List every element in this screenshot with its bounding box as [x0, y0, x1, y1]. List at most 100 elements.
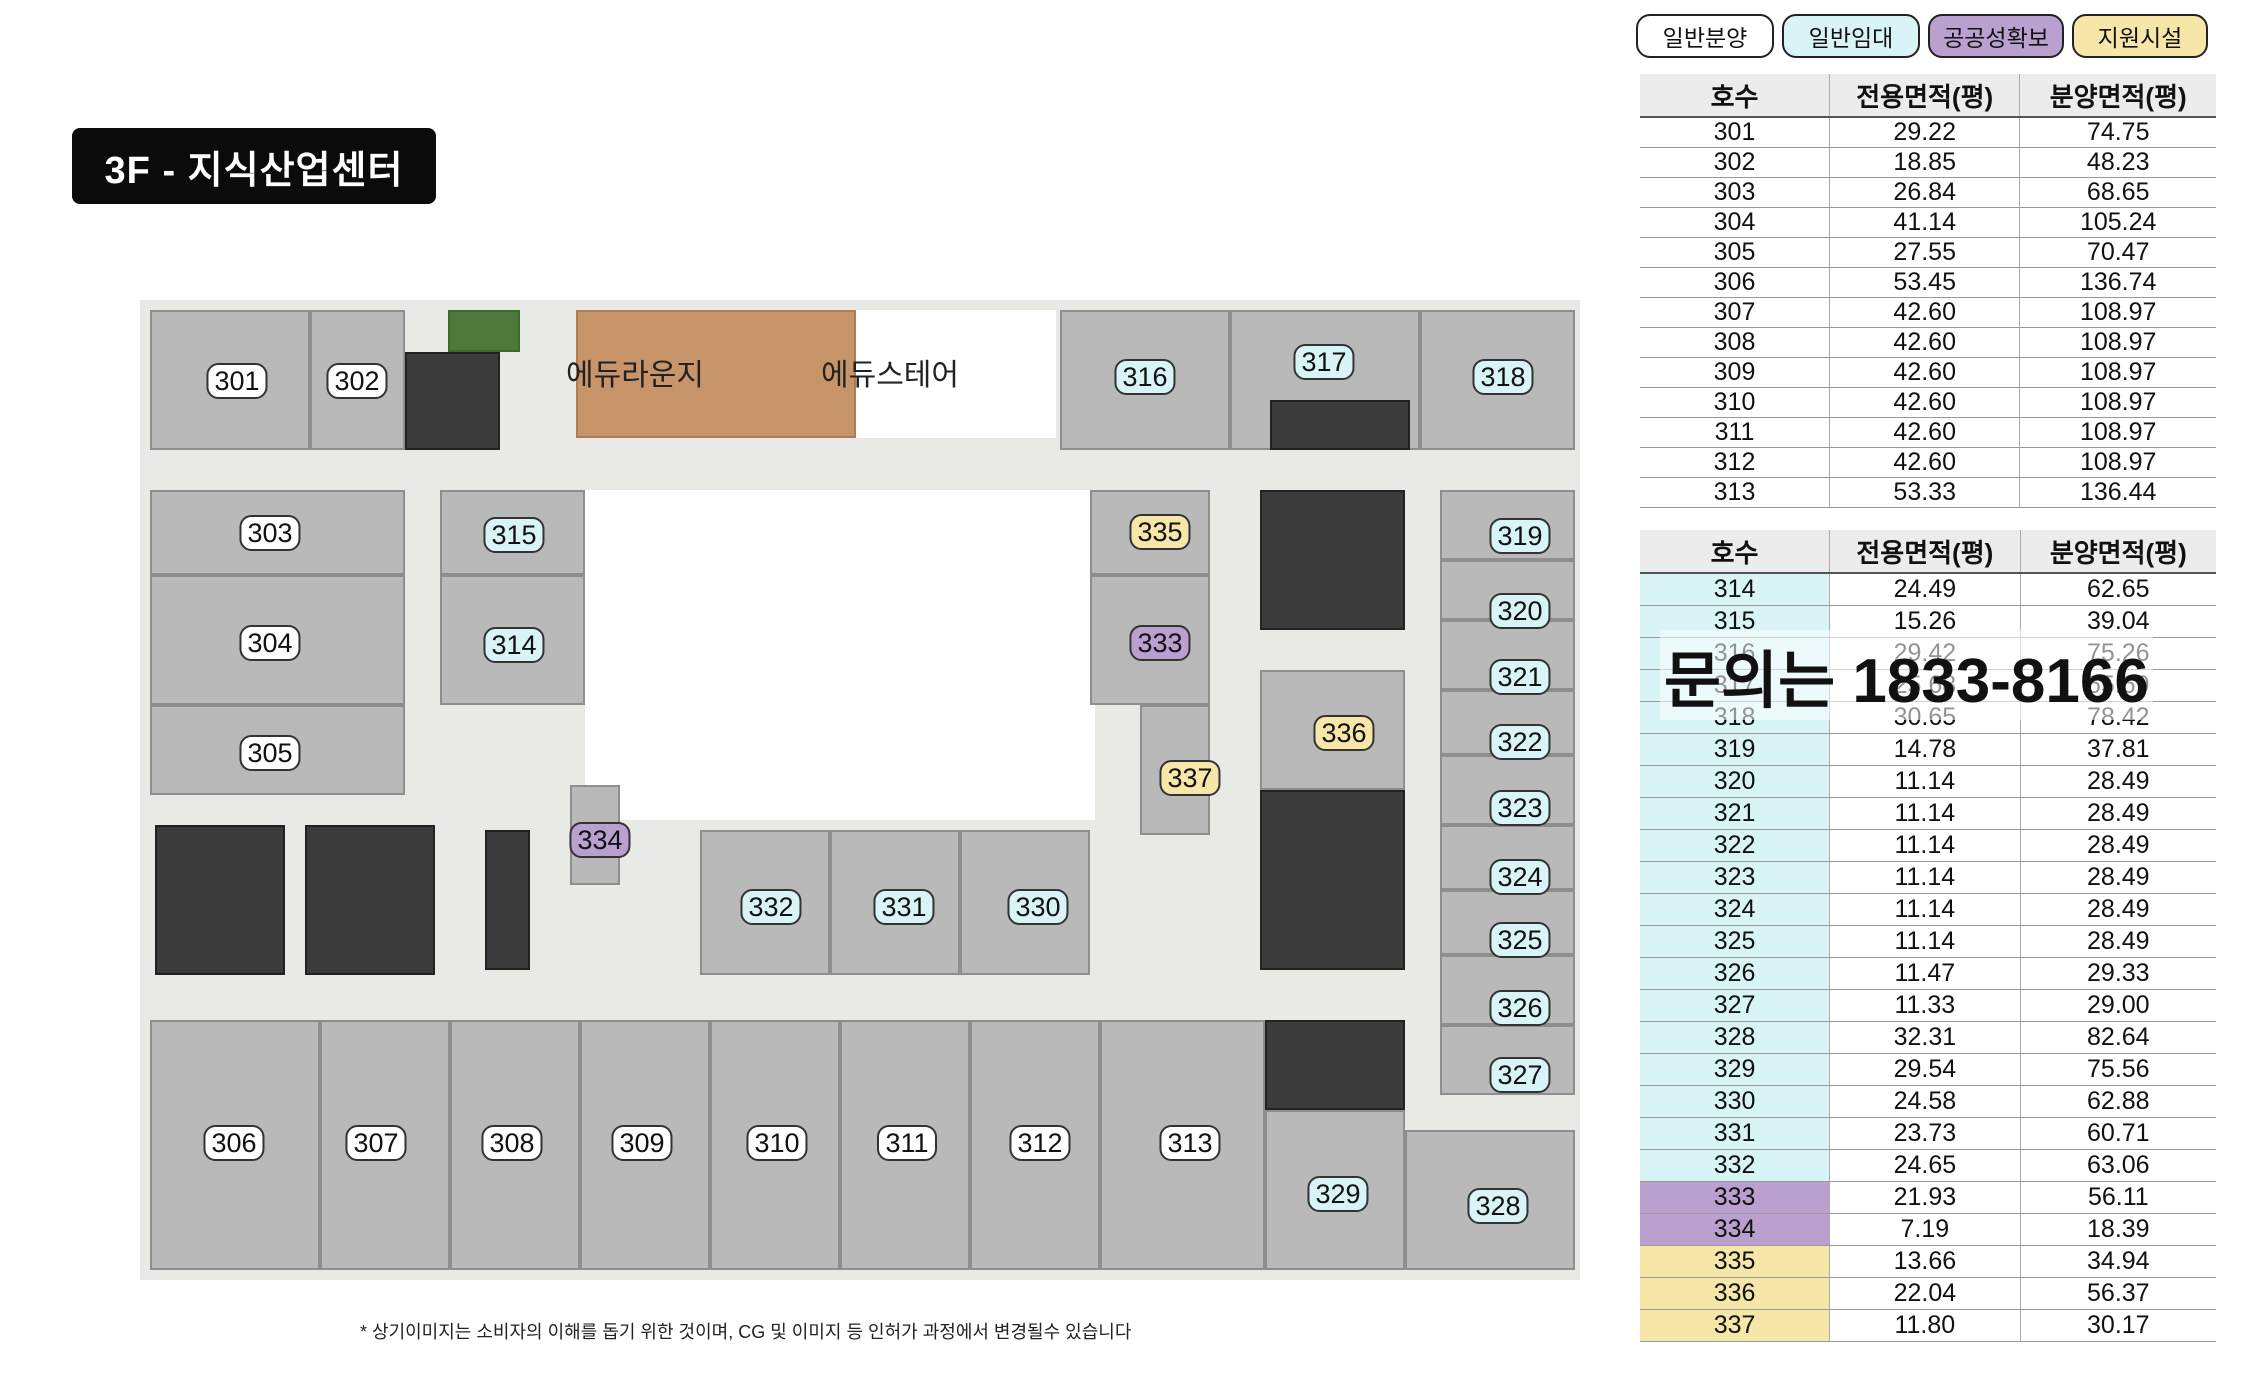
sale-area-cell: 75.56 — [2019, 1053, 2216, 1086]
exclusive-area-cell: 53.45 — [1828, 267, 2020, 298]
unit-tag-318[interactable]: 318 — [1472, 359, 1534, 395]
exclusive-area-cell: 42.60 — [1828, 327, 2020, 358]
unit-number-cell: 322 — [1640, 829, 1830, 862]
exclusive-area-cell: 11.80 — [1829, 1309, 2021, 1342]
unit-tag-328[interactable]: 328 — [1467, 1188, 1529, 1224]
unit-tag-323[interactable]: 323 — [1489, 790, 1551, 826]
unit-tag-301[interactable]: 301 — [206, 363, 268, 399]
unit-tag-304[interactable]: 304 — [239, 625, 301, 661]
unit-tag-333[interactable]: 333 — [1129, 625, 1191, 661]
unit-tag-315[interactable]: 315 — [483, 517, 545, 553]
unit-tag-313[interactable]: 313 — [1159, 1125, 1221, 1161]
exclusive-area-cell: 53.33 — [1828, 477, 2020, 508]
unit-tag-330[interactable]: 330 — [1007, 889, 1069, 925]
unit-number-cell: 327 — [1640, 989, 1830, 1022]
unit-tag-324[interactable]: 324 — [1489, 859, 1551, 895]
unit-tag-321[interactable]: 321 — [1489, 659, 1551, 695]
stair-core-2 — [305, 825, 435, 975]
unit-number-cell: 335 — [1640, 1245, 1830, 1278]
unit-tag-319[interactable]: 319 — [1489, 518, 1551, 554]
exclusive-area-cell: 41.14 — [1828, 207, 2020, 238]
unit-number-cell: 309 — [1640, 357, 1830, 388]
sale-area-cell: 62.88 — [2019, 1085, 2216, 1118]
exclusive-area-cell: 14.78 — [1829, 733, 2021, 766]
unit-tag-306[interactable]: 306 — [203, 1125, 265, 1161]
legend-support[interactable]: 지원시설 — [2072, 14, 2208, 58]
unit-tag-327[interactable]: 327 — [1489, 1057, 1551, 1093]
unit-tag-325[interactable]: 325 — [1489, 922, 1551, 958]
unit-tag-311[interactable]: 311 — [877, 1125, 937, 1161]
unit-tag-326[interactable]: 326 — [1489, 990, 1551, 1026]
legend-general-sale[interactable]: 일반분양 — [1636, 14, 1774, 58]
lounge-label: 에듀라운지 — [566, 359, 704, 392]
unit-tag-305[interactable]: 305 — [239, 735, 301, 771]
sale-area-cell: 62.65 — [2019, 573, 2216, 606]
unit-tag-316[interactable]: 316 — [1114, 359, 1176, 395]
unit-number-cell: 326 — [1640, 957, 1830, 990]
legend-public[interactable]: 공공성확보 — [1928, 14, 2064, 58]
unit-number-cell: 312 — [1640, 447, 1830, 478]
exclusive-area-cell: 24.58 — [1829, 1085, 2021, 1118]
unit-number-cell: 313 — [1640, 477, 1830, 508]
unit-number-cell: 319 — [1640, 733, 1830, 766]
exclusive-area-cell: 42.60 — [1828, 357, 2020, 388]
unit-number-cell: 325 — [1640, 925, 1830, 958]
sale-area-cell: 108.97 — [2019, 327, 2216, 358]
sale-area-cell: 28.49 — [2019, 893, 2216, 926]
store-label: 에듀스테어 — [821, 359, 959, 392]
unit-number-cell: 303 — [1640, 177, 1830, 208]
unit-tag-308[interactable]: 308 — [481, 1125, 543, 1161]
exclusive-area-cell: 11.14 — [1829, 829, 2021, 862]
unit-tag-335[interactable]: 335 — [1129, 514, 1191, 550]
unit-number-cell: 336 — [1640, 1277, 1830, 1310]
unit-tag-332[interactable]: 332 — [740, 889, 802, 925]
unit-tag-314[interactable]: 314 — [483, 627, 545, 663]
unit-number-cell: 333 — [1640, 1181, 1830, 1214]
exclusive-area-cell: 27.55 — [1828, 237, 2020, 268]
exclusive-area-cell: 11.33 — [1829, 989, 2021, 1022]
unit-tag-309[interactable]: 309 — [611, 1125, 673, 1161]
unit-tag-334[interactable]: 334 — [569, 822, 631, 858]
stair-core — [405, 352, 500, 450]
room-324 — [1440, 825, 1575, 890]
elevator-core — [485, 830, 530, 970]
sale-area-cell: 108.97 — [2019, 417, 2216, 448]
sale-area-cell: 105.24 — [2019, 207, 2216, 238]
sale-area-cell: 48.23 — [2019, 147, 2216, 178]
exclusive-area-cell: 42.60 — [1828, 387, 2020, 418]
sale-area-cell: 60.71 — [2019, 1117, 2216, 1150]
unit-tag-310[interactable]: 310 — [746, 1125, 808, 1161]
exclusive-area-cell: 11.14 — [1829, 797, 2021, 830]
floor-plan: 에듀라운지 에듀스테어 — [140, 300, 1580, 1280]
unit-tag-322[interactable]: 322 — [1489, 724, 1551, 760]
unit-tag-331[interactable]: 331 — [873, 889, 935, 925]
unit-number-cell: 321 — [1640, 797, 1830, 830]
sale-area-cell: 63.06 — [2019, 1149, 2216, 1182]
unit-tag-320[interactable]: 320 — [1489, 593, 1551, 629]
sale-area-cell: 28.49 — [2019, 765, 2216, 798]
restroom-core-2 — [1260, 790, 1405, 970]
unit-tag-312[interactable]: 312 — [1009, 1125, 1071, 1161]
exclusive-area-cell: 7.19 — [1829, 1213, 2021, 1246]
unit-tag-329[interactable]: 329 — [1307, 1176, 1369, 1212]
restroom-core — [155, 825, 285, 975]
exclusive-area-cell: 22.04 — [1829, 1277, 2021, 1310]
sale-area-cell: 18.39 — [2019, 1213, 2216, 1246]
legend-general-rent[interactable]: 일반임대 — [1782, 14, 1920, 58]
atrium-void — [585, 490, 1095, 820]
unit-tag-336[interactable]: 336 — [1313, 715, 1375, 751]
unit-number-cell: 329 — [1640, 1053, 1830, 1086]
unit-tag-337[interactable]: 337 — [1159, 760, 1221, 796]
unit-tag-302[interactable]: 302 — [326, 363, 388, 399]
unit-tag-303[interactable]: 303 — [239, 515, 301, 551]
unit-tag-317[interactable]: 317 — [1293, 344, 1355, 380]
unit-tag-307[interactable]: 307 — [345, 1125, 407, 1161]
sale-area-cell: 70.47 — [2019, 237, 2216, 268]
